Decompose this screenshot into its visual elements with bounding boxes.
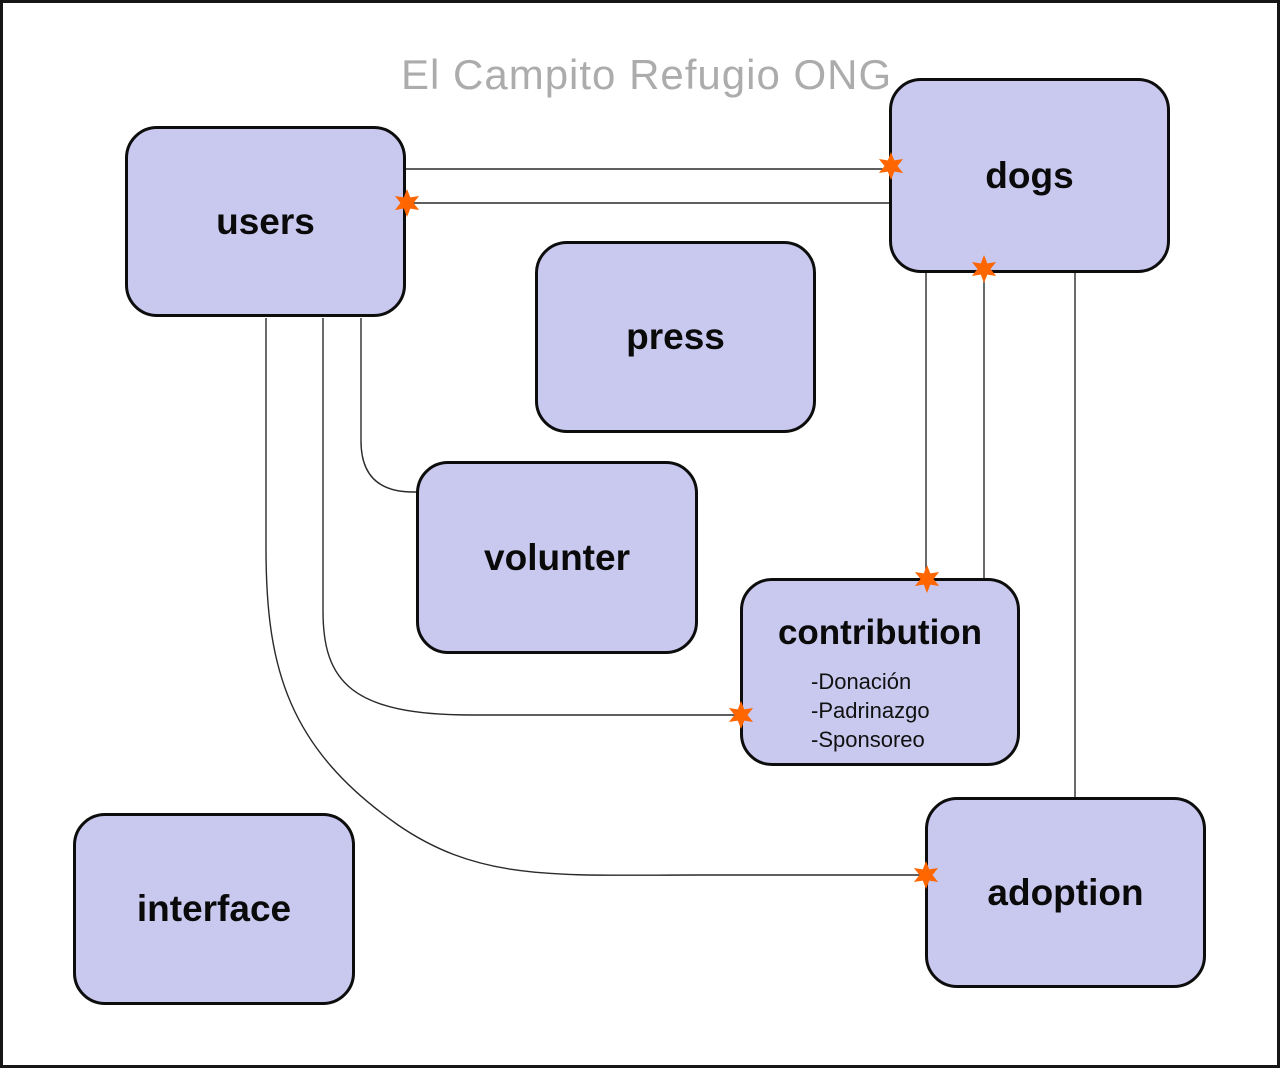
node-contribution-label: contribution (777, 613, 983, 652)
node-contribution[interactable]: contribution -Donación -Padrinazgo -Spon… (740, 578, 1020, 766)
contribution-item-sponsoreo: -Sponsoreo (811, 727, 925, 752)
node-users-label: users (216, 200, 315, 242)
node-volunter[interactable]: volunter (416, 461, 698, 654)
node-users[interactable]: users (125, 126, 406, 317)
contribution-items: -Donación -Padrinazgo -Sponsoreo (811, 667, 930, 754)
contribution-item-padrinazgo: -Padrinazgo (811, 698, 930, 723)
contribution-item-donacion: -Donación (811, 669, 912, 694)
node-dogs[interactable]: dogs (889, 78, 1170, 273)
node-volunter-label: volunter (484, 536, 630, 578)
diagram-title: El Campito Refugio ONG (401, 51, 893, 98)
node-interface[interactable]: interface (73, 813, 355, 1005)
node-interface-label: interface (136, 888, 292, 929)
node-press-label: press (626, 316, 725, 357)
node-dogs-label: dogs (985, 154, 1074, 196)
node-adoption[interactable]: adoption (925, 797, 1206, 988)
connector-users-volunter (360, 318, 419, 493)
node-adoption-label: adoption (987, 871, 1144, 913)
node-press[interactable]: press (535, 241, 816, 433)
